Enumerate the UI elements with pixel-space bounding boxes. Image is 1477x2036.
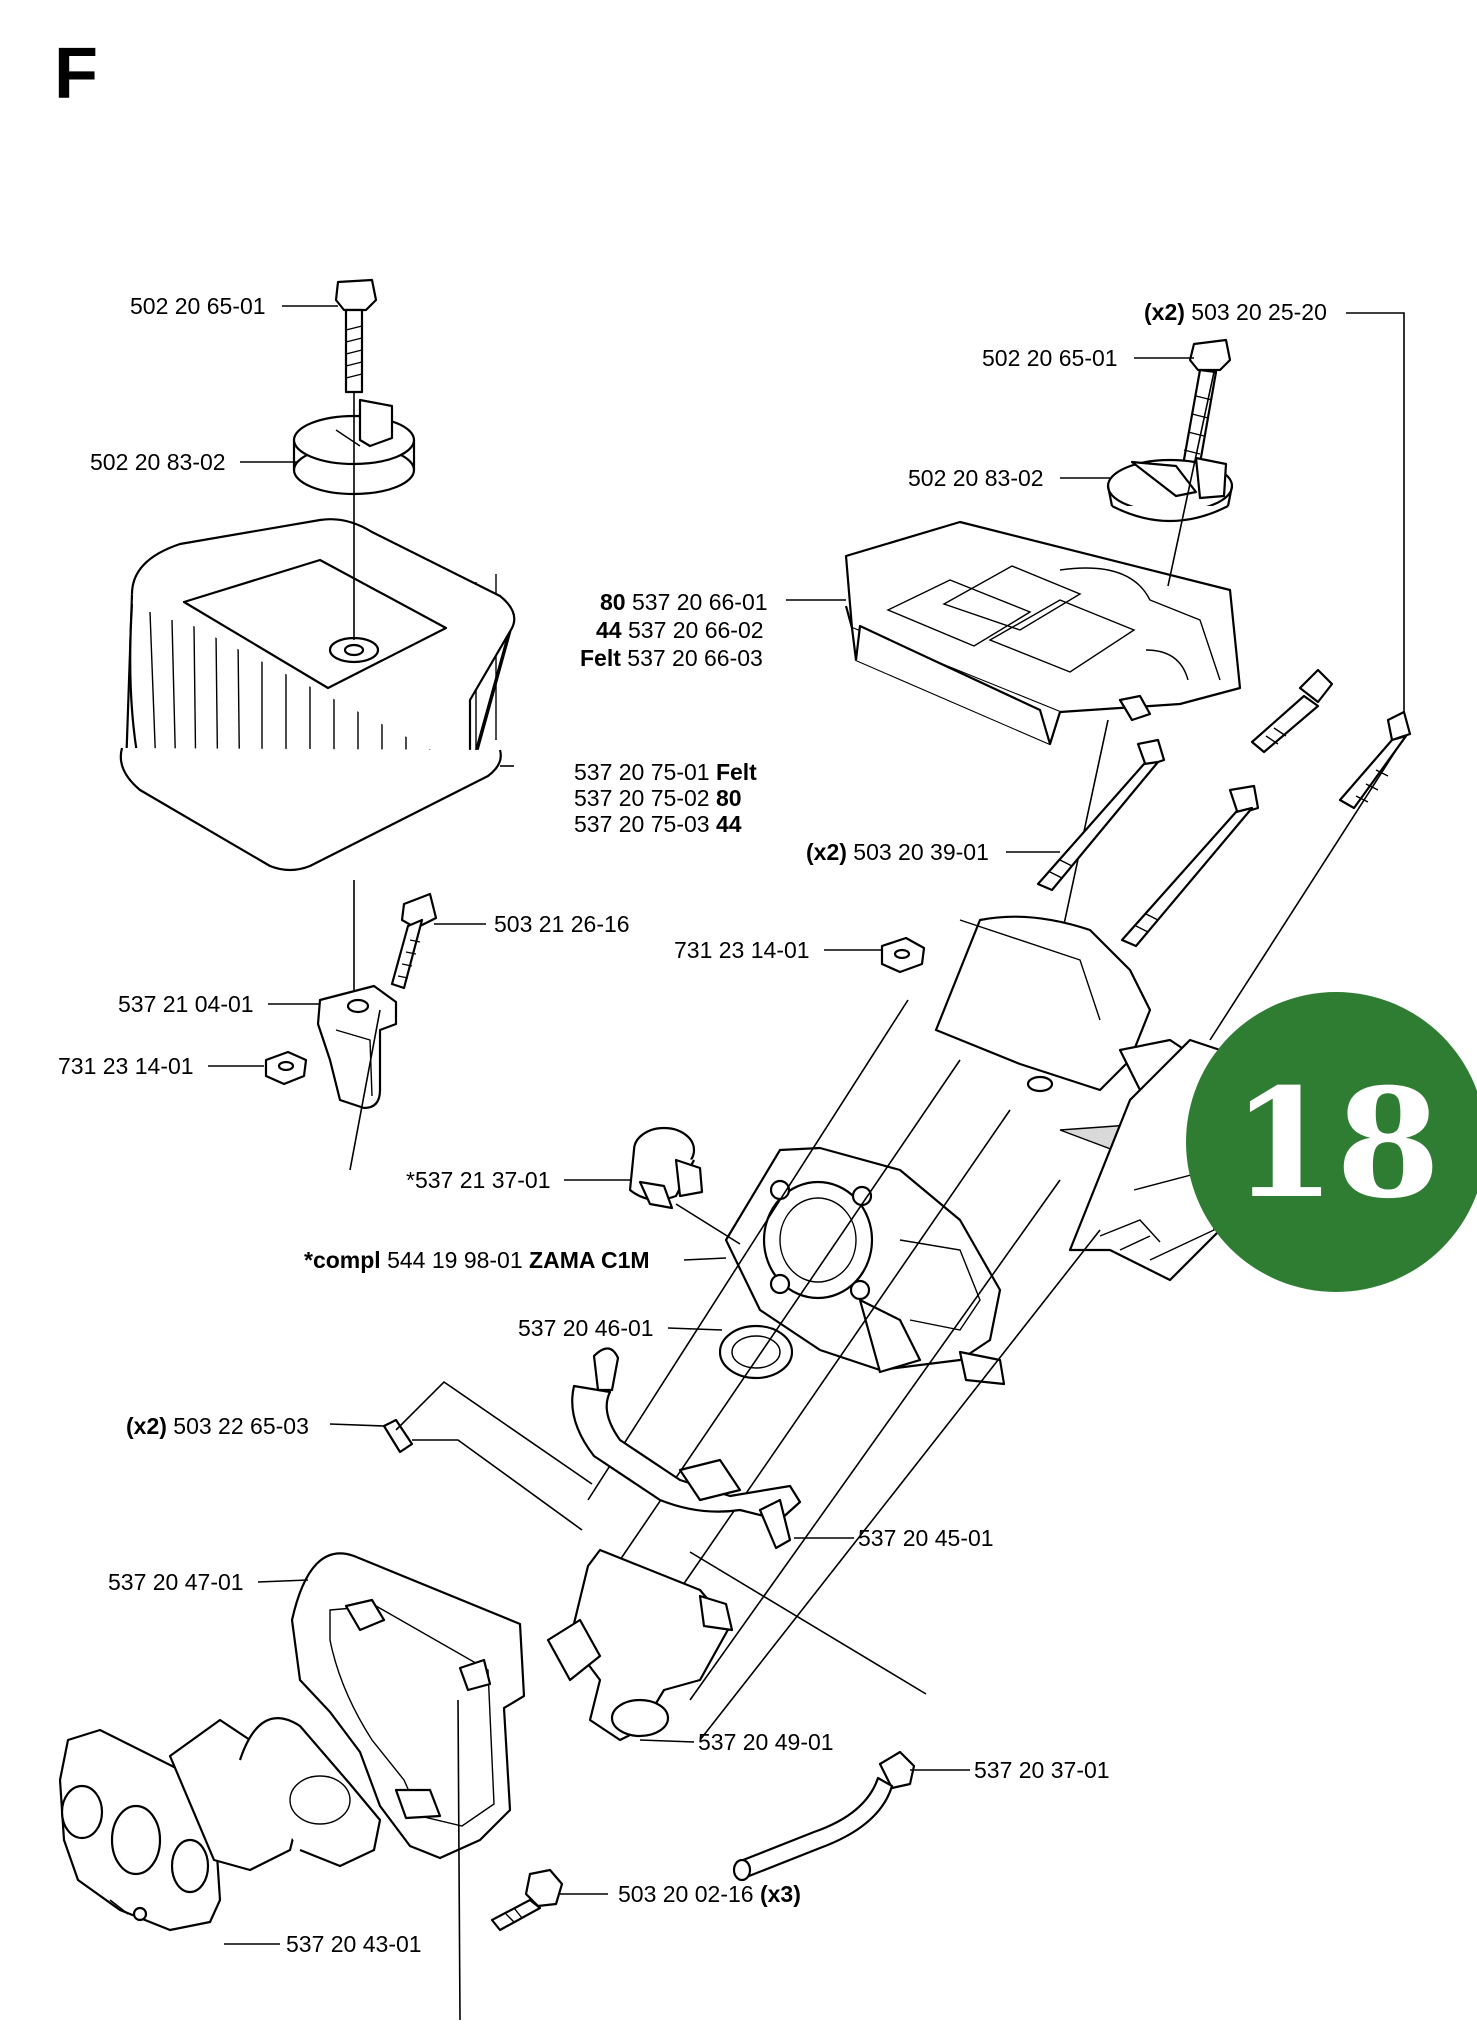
callout-537-20-66-02: 44 537 20 66-02: [596, 617, 764, 643]
callout-503-20-39-01: (x2) 503 20 39-01: [806, 839, 989, 865]
callout-537-20-66-01: 80 537 20 66-01: [600, 589, 768, 615]
callout-537-20-46-01: 537 20 46-01: [518, 1315, 654, 1341]
callout-537-20-75-02: 537 20 75-02 80: [574, 785, 742, 811]
long-screw: [1036, 738, 1166, 892]
filter-cover: [844, 520, 1242, 746]
alignment-lines: [587, 999, 1101, 1741]
callout-503-20-02-16: 503 20 02-16 (x3): [618, 1881, 801, 1907]
axis-line: [675, 1203, 741, 1245]
page-number: 18: [1232, 1056, 1441, 1232]
callout-503-22-65-03: (x2) 503 22 65-03: [126, 1413, 309, 1439]
nut-right: [880, 936, 926, 974]
leader-lines: [395, 1380, 927, 1695]
leader: [109, 1899, 129, 1915]
callout-537-20-49-01: 537 20 49-01: [698, 1729, 834, 1755]
callout-502-20-83-02-left: 502 20 83-02: [90, 449, 226, 475]
callout-537-21-04-01: 537 21 04-01: [118, 991, 254, 1017]
gasket-537-20-46-01: [718, 1324, 794, 1380]
filter-bracket: [316, 984, 398, 1110]
elbow-537-20-49-01: [546, 1548, 734, 1742]
callout-537-20-37-01: 537 20 37-01: [974, 1757, 1110, 1783]
callout-731-23-14-01-right: 731 23 14-01: [674, 937, 810, 963]
callout-537-20-43-01: 537 20 43-01: [286, 1931, 422, 1957]
sheet-letter: F: [54, 34, 98, 114]
leader: [457, 1699, 461, 2021]
filter-bolt-left: [334, 278, 378, 394]
leader: [349, 1009, 381, 1171]
long-screw: [1120, 784, 1260, 948]
callout-leaders: [208, 305, 1405, 1945]
axis-line: [1209, 743, 1401, 1041]
callout-503-21-26-16: 503 21 26-16: [494, 911, 630, 937]
badge-circle: [1186, 992, 1477, 1292]
pin-503-22-65-03: [382, 1418, 414, 1454]
long-screw: [1250, 668, 1334, 754]
primer-bulb: [628, 1126, 704, 1210]
callout-502-20-83-02-right: 502 20 83-02: [908, 465, 1044, 491]
nut-left: [264, 1050, 308, 1086]
callout-502-20-65-01-left: 502 20 65-01: [130, 293, 266, 319]
bolt-503-21-26-16: [390, 892, 438, 990]
long-screw: [1338, 710, 1412, 810]
callout-503-20-25-20: (x2) 503 20 25-20: [1144, 299, 1327, 325]
callout-537-20-47-01: 537 20 47-01: [108, 1569, 244, 1595]
callout-731-23-14-01-left: 731 23 14-01: [58, 1053, 194, 1079]
page-number-badge: 18: [1186, 992, 1477, 1292]
heat-shield: [290, 1552, 526, 1860]
holder-537-20-45-01: [571, 1347, 802, 1550]
fuel-hose: [732, 1750, 916, 1882]
air-filter-left: [119, 518, 516, 872]
callout-537-20-45-01: 537 20 45-01: [858, 1525, 994, 1551]
intake-manifold: [58, 1717, 382, 1932]
axis-line: [1167, 371, 1215, 587]
filter-bolt-right: [1178, 338, 1232, 488]
callout-537-21-37-01: *537 21 37-01: [406, 1167, 551, 1193]
screw-503-20-02-16: [490, 1868, 564, 1932]
filter-nut-knob-right: [1106, 456, 1234, 523]
carburetor: [724, 1146, 1006, 1386]
callout-537-20-66-03: Felt 537 20 66-03: [580, 645, 763, 671]
callout-537-20-75-03: 537 20 75-03 44: [574, 811, 742, 837]
callout-502-20-65-01-right: 502 20 65-01: [982, 345, 1118, 371]
callout-544-19-98-01: *compl 544 19 98-01 ZAMA C1M: [304, 1247, 650, 1273]
callout-537-20-75-01: 537 20 75-01 Felt: [574, 759, 757, 785]
